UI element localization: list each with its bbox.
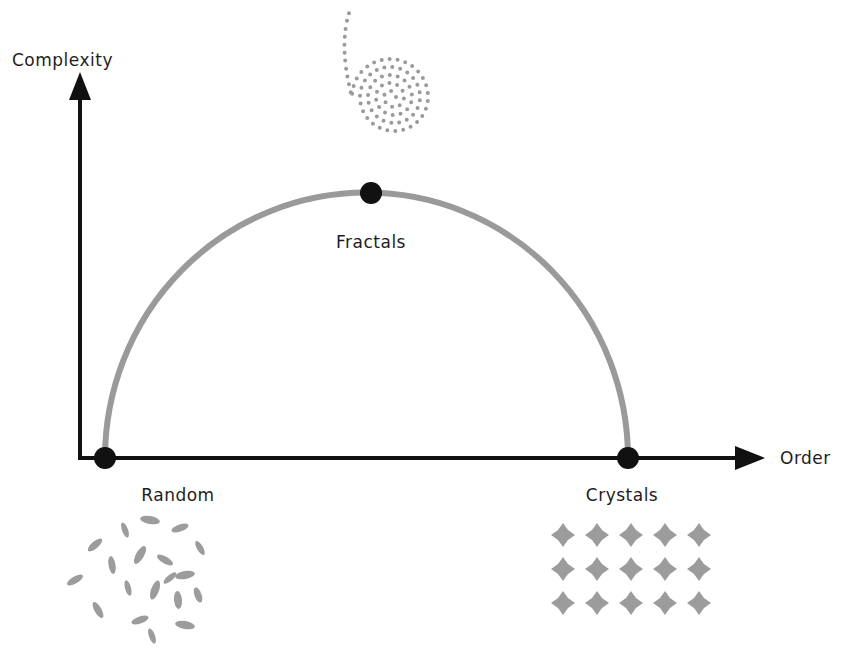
- axis-title: Order: [780, 448, 831, 468]
- complexity-arc: [105, 193, 628, 458]
- y-axis-arrowhead: [69, 72, 91, 100]
- x-axis: [78, 456, 740, 460]
- point-label: Crystals: [586, 485, 658, 505]
- point-label: Fractals: [336, 232, 406, 252]
- fractals-dot: [360, 182, 382, 204]
- x-axis-arrowhead: [735, 446, 765, 470]
- fractal-spiral: [344, 10, 428, 131]
- random-dot: [94, 447, 116, 469]
- crystal-lattice: [551, 523, 711, 615]
- random-particles: [65, 514, 206, 644]
- y-axis: [78, 95, 82, 460]
- axis-title: Complexity: [12, 50, 113, 70]
- point-label: Random: [141, 485, 214, 505]
- crystals-dot: [617, 447, 639, 469]
